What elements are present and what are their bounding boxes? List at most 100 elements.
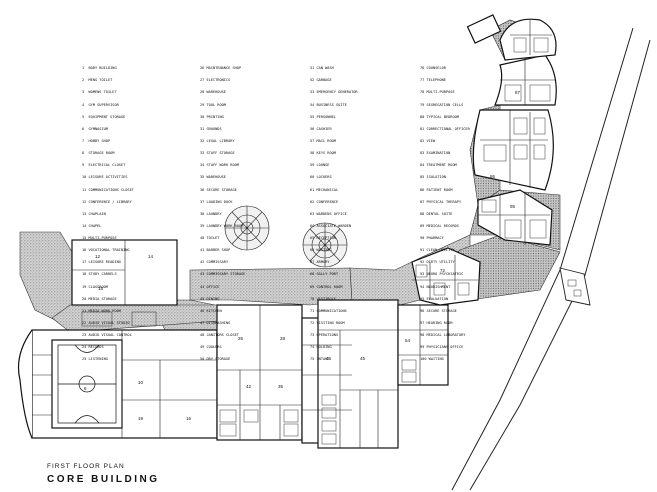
- legend-column-4: 76 COUNSELOR 77 TELEPHONE 78 MULTI-PURPO…: [420, 58, 470, 366]
- legend-item: 33 STAFF STORAGE: [200, 151, 235, 156]
- road-lines: [451, 27, 651, 491]
- room-label: 54: [405, 338, 411, 343]
- legend-item: 96 SECURE STORAGE: [420, 308, 457, 313]
- legend-item: 63 WARDENS OFFICE: [310, 211, 347, 216]
- legend-item: 83 EXAMINATION: [420, 151, 451, 156]
- legend-item: 18 STUDY CARRELS: [82, 272, 117, 277]
- legend-item: 20 MEDIA STORAGE: [82, 296, 117, 301]
- legend-item: 13 CHAPLAIN: [82, 211, 106, 216]
- room-label: 86: [490, 174, 496, 179]
- legend-item: 43 COMMISSARY STORAGE: [200, 272, 246, 277]
- legend-item: 58 KEYS ROOM: [310, 151, 336, 156]
- tree-right: [302, 222, 348, 268]
- legend-item: 60 LOCKERS: [310, 175, 332, 180]
- legend-item: 25 LISTENING: [82, 357, 108, 362]
- legend-item: 32 LEGAL LIBRARY: [200, 138, 235, 143]
- legend-item: 39 LAUNDRY WORK ROOM: [200, 223, 244, 228]
- room-label: 10: [138, 380, 144, 385]
- room-label: 16: [186, 416, 192, 421]
- legend-item: 71 COMMUNICATIONS: [310, 308, 347, 313]
- room-label: 72: [440, 268, 446, 273]
- legend-item: 98 MEDICAL LABORATORY: [420, 333, 466, 338]
- legend-item: 97 HEARING ROOM: [420, 321, 453, 326]
- plan-subtitle: CORE BUILDING: [47, 474, 160, 485]
- room-label: 87: [515, 90, 521, 95]
- legend-item: 23 AUDIO VISUAL CONTROL: [82, 333, 132, 338]
- legend-item: 66 WAITING: [310, 248, 332, 253]
- legend-item: 38 LAUNDRY: [200, 211, 222, 216]
- legend-item: 57 MAIL ROOM: [310, 138, 336, 143]
- legend-item: 37 LOADING DOCK: [200, 199, 233, 204]
- legend-item: 21 MEDIA WORK ROOM: [82, 308, 121, 313]
- legend-item: 52 GARBAGE: [310, 78, 332, 83]
- legend-item: 100 WAITING: [420, 357, 444, 362]
- legend-item: 40 TOILET: [200, 236, 220, 241]
- legend-item: 8 STORAGE ROOM: [82, 151, 115, 156]
- legend-item: 86 PATIENT ROOM: [420, 187, 453, 192]
- room-label: 95: [510, 204, 516, 209]
- room-label: 35: [278, 384, 284, 389]
- legend-item: 55 PERSONNEL: [310, 114, 336, 119]
- legend-item: 17 LEISURE READING: [82, 260, 121, 265]
- legend-item: 94 NOURISHMENT: [420, 284, 451, 289]
- legend-item: 2 MENS TOILET: [82, 78, 113, 83]
- legend-item: 75 INTAKE: [310, 357, 330, 362]
- legend-item: 65 RECEPTION: [310, 236, 336, 241]
- gatehouse: [559, 267, 591, 306]
- legend-item: 53 EMERGENCY GENERATOR: [310, 90, 358, 95]
- legend-item: 87 PHYSICAL THERAPY: [420, 199, 462, 204]
- legend-item: 26 MAINTENANCE SHOP: [200, 66, 242, 71]
- legend-item: 93 NEURO PSYCHIATRIC: [420, 272, 464, 277]
- legend-item: 99 PHYSICIANS OFFICE: [420, 345, 464, 350]
- legend-item: 54 BUSINESS SUITE: [310, 102, 347, 107]
- legend-item: 42 COMMISSARY: [200, 260, 229, 265]
- legend-item: 7 HOBBY SHOP: [82, 138, 111, 143]
- legend-item: 29 TOOL ROOM: [200, 102, 226, 107]
- legend-item: 74 HOLDING: [310, 345, 332, 350]
- legend-item: 84 TREATMENT ROOM: [420, 163, 457, 168]
- legend-item: 91 CLEAN UTILITY: [420, 248, 455, 253]
- room-label: 26: [238, 336, 244, 341]
- legend-item: 47 DISHWASHING: [200, 321, 231, 326]
- room-label: 28: [280, 336, 286, 341]
- legend-item: 49 COOLERS: [200, 345, 222, 350]
- basketball-court: [57, 344, 117, 424]
- legend-item: 95 EVALUATION: [420, 296, 449, 301]
- legend-item: 45 DINING: [200, 296, 220, 301]
- legend-item: 85 ISOLATION: [420, 175, 446, 180]
- legend-item: 15 MULTI-PURPOSE: [82, 236, 117, 241]
- legend-item: 34 STAFF WORK ROOM: [200, 163, 239, 168]
- legend-item: 31 GROUNDS: [200, 126, 222, 131]
- legend-item: 48 JANITORS CLOSET: [200, 333, 239, 338]
- legend-item: 27 ELECTRONICS: [200, 78, 231, 83]
- legend-item: 82 VIEW: [420, 138, 436, 143]
- legend-item: 69 CONTROL ROOM: [310, 284, 343, 289]
- legend-item: 72 VISITING ROOM: [310, 321, 345, 326]
- room-label: 6: [84, 386, 87, 391]
- room-label: 19: [138, 416, 144, 421]
- legend-item: 1 BODY BUILDING: [82, 66, 117, 71]
- legend-item: 12 CONFERENCE / LIBRARY: [82, 199, 132, 204]
- legend-item: 89 MEDICAL RECORDS: [420, 223, 459, 228]
- legend-column-2: 26 MAINTENANCE SHOP 27 ELECTRONICS 28 WA…: [200, 58, 245, 366]
- legend-item: 22 AUDIO VISUAL STUDIO: [82, 321, 130, 326]
- legend-item: 76 COUNSELOR: [420, 66, 446, 71]
- legend-item: 62 CONFERENCE: [310, 199, 339, 204]
- legend-item: 46 KITCHEN: [200, 308, 222, 313]
- room-label: 12: [95, 254, 101, 259]
- room-label: 15: [98, 286, 104, 291]
- legend-item: 70 VESTIBULE: [310, 296, 336, 301]
- legend-item: 92 DIRTY UTILITY: [420, 260, 455, 265]
- tree-left: [224, 205, 270, 251]
- legend-item: 44 OFFICE: [200, 284, 220, 289]
- interior-walls: [32, 20, 555, 448]
- legend-item: 68 SALLY PORT: [310, 272, 339, 277]
- room-label: 42: [246, 384, 252, 389]
- legend-item: 51 CAN WASH: [310, 66, 334, 71]
- legend-item: 73 OPERATIONS: [310, 333, 339, 338]
- room-label: 14: [148, 254, 154, 259]
- legend-item: 79 SEGREGATION CELLS: [420, 102, 464, 107]
- legend-item: 24 RECORDS: [82, 345, 104, 350]
- legend-item: 36 SECURE STORAGE: [200, 187, 237, 192]
- legend-item: 19 CLASSROOM: [82, 284, 108, 289]
